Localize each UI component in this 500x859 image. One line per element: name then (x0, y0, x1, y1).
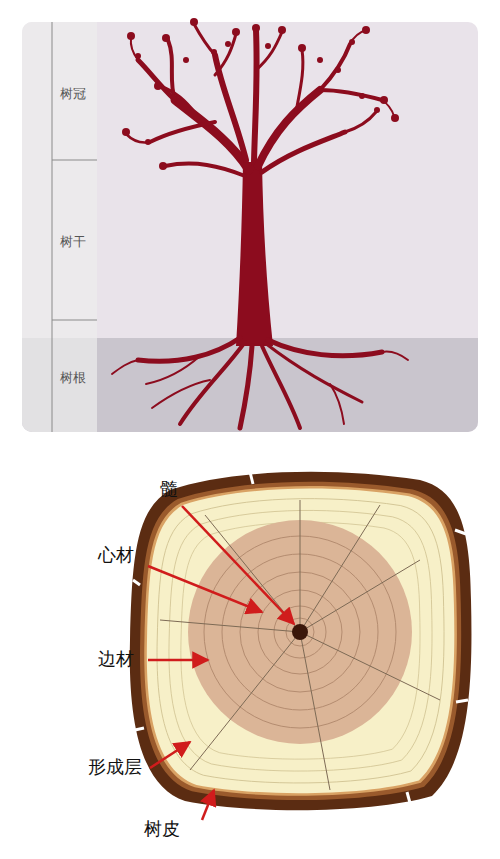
part-label: 树冠 (60, 86, 86, 102)
bark-crack (133, 472, 468, 803)
scale-bracket (52, 22, 97, 432)
tree-panel (22, 22, 478, 432)
part-label: 心材 (98, 544, 134, 566)
part-label: 髓 (160, 478, 178, 500)
part-label: 树干 (60, 234, 86, 250)
part-label: 树皮 (144, 818, 180, 840)
part-label: 形成层 (88, 756, 142, 778)
part-label: 树根 (60, 370, 86, 386)
leaves (122, 18, 399, 170)
leader-arrow (148, 506, 294, 820)
wood-cross-section (130, 472, 472, 810)
tree (112, 24, 408, 428)
part-label: 边材 (98, 648, 134, 670)
